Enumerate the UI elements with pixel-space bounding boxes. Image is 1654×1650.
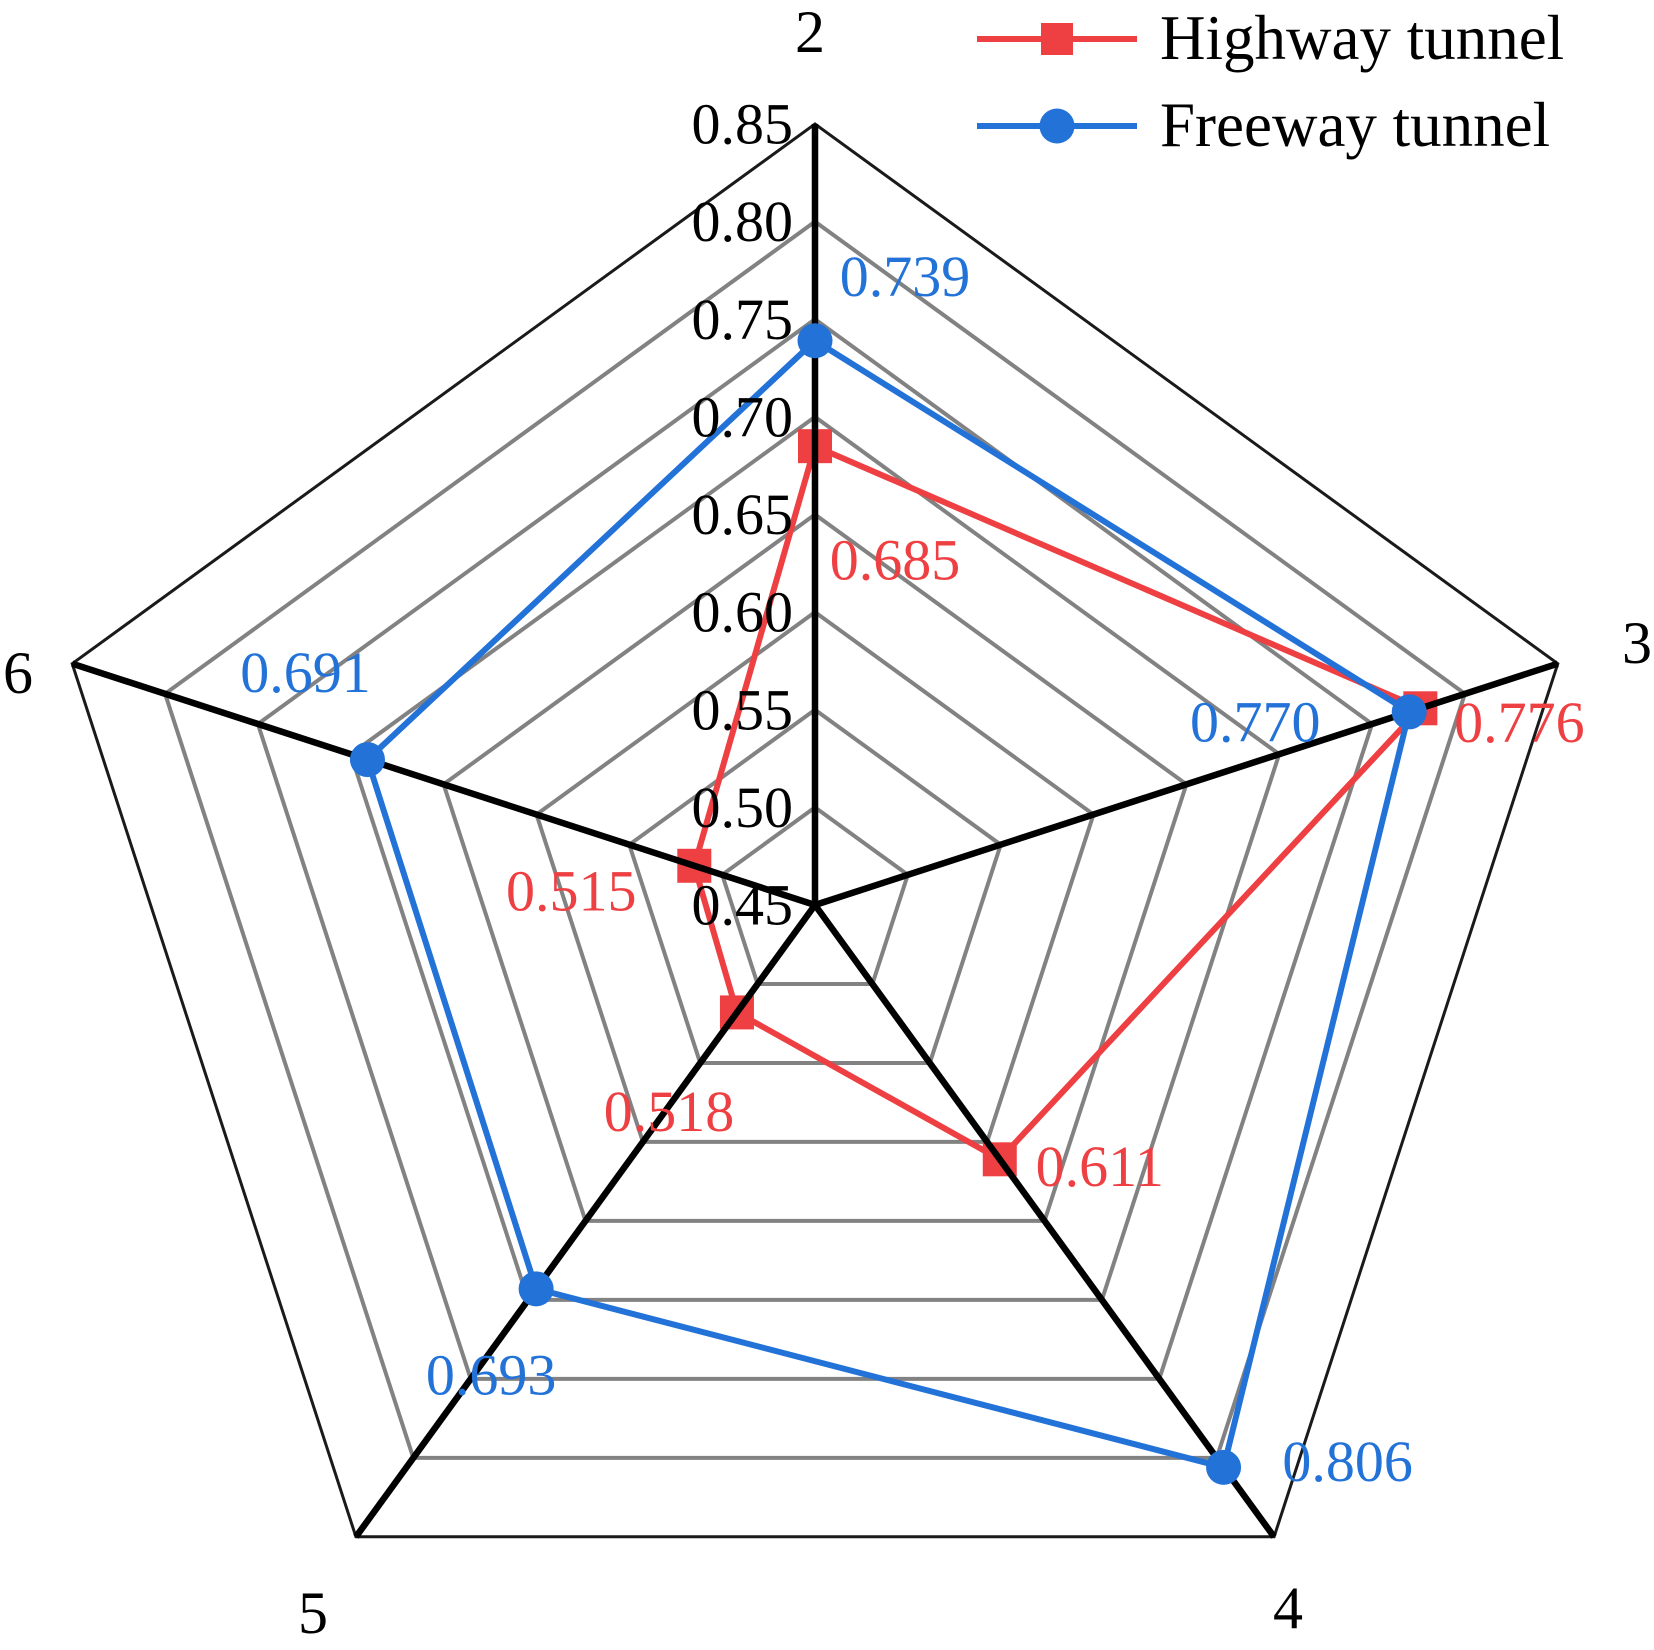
radial-tick-label: 0.85	[692, 92, 794, 157]
radial-tick-label: 0.80	[692, 189, 794, 254]
axis-spoke	[813, 660, 1559, 909]
legend-line-freeway	[977, 108, 1137, 143]
category-label-4: 4	[1273, 1575, 1303, 1641]
grid-ring	[626, 707, 1004, 1065]
radial-tick-label: 0.65	[692, 482, 794, 547]
point-value-label: 0.770	[1190, 689, 1321, 754]
series-line-freeway-tunnel	[364, 336, 1413, 1471]
radial-tick-label: 0.70	[692, 384, 794, 449]
data-point-circle	[518, 1271, 554, 1307]
point-value-label: 0.806	[1282, 1429, 1413, 1494]
outer-ring	[70, 122, 1560, 1539]
radial-tick-label: 0.55	[692, 677, 794, 742]
axis-spoke	[812, 903, 1277, 1539]
point-value-label: 0.691	[240, 640, 371, 705]
legend-item-highway-tunnel: Highway tunnel	[977, 0, 1564, 82]
radial-tick-label: 0.45	[692, 873, 794, 938]
point-value-label: 0.685	[830, 528, 961, 593]
category-label-6: 6	[3, 640, 33, 706]
point-value-label: 0.518	[604, 1079, 735, 1144]
data-point-circle	[349, 742, 385, 778]
legend: Highway tunnel Freeway tunnel	[977, 0, 1564, 169]
series-line-highway-tunnel	[691, 442, 1426, 1164]
point-value-label: 0.776	[1454, 690, 1585, 755]
data-point-circle	[1206, 1449, 1242, 1485]
point-value-label: 0.611	[1036, 1134, 1164, 1199]
data-point-circle	[1391, 694, 1427, 730]
data-point-circle	[797, 323, 833, 359]
grid-ring	[255, 316, 1375, 1381]
point-value-label: 0.739	[840, 244, 971, 309]
legend-label-highway: Highway tunnel	[1160, 3, 1565, 73]
radial-tick-label: 0.75	[692, 287, 794, 352]
grid-ring	[534, 609, 1096, 1144]
category-label-2: 2	[795, 0, 825, 65]
grid-ring	[162, 219, 1468, 1460]
radial-tick-label: 0.60	[692, 580, 794, 645]
category-label-5: 5	[298, 1580, 328, 1646]
point-value-label: 0.515	[506, 858, 637, 923]
legend-label-freeway: Freeway tunnel	[1160, 90, 1551, 160]
axis-spoke	[71, 660, 817, 909]
legend-item-freeway-tunnel: Freeway tunnel	[977, 82, 1564, 169]
point-value-label: 0.693	[426, 1342, 557, 1407]
category-label-3: 3	[1622, 610, 1652, 676]
grid-ring	[348, 414, 1282, 1302]
square-marker-icon	[1041, 22, 1073, 55]
grid-ring	[441, 512, 1189, 1223]
axis-spoke	[353, 903, 818, 1539]
grid-ring	[719, 804, 911, 986]
radial-tick-label: 0.50	[692, 775, 794, 840]
legend-line-highway	[977, 22, 1137, 55]
circle-marker-icon	[1039, 108, 1075, 143]
